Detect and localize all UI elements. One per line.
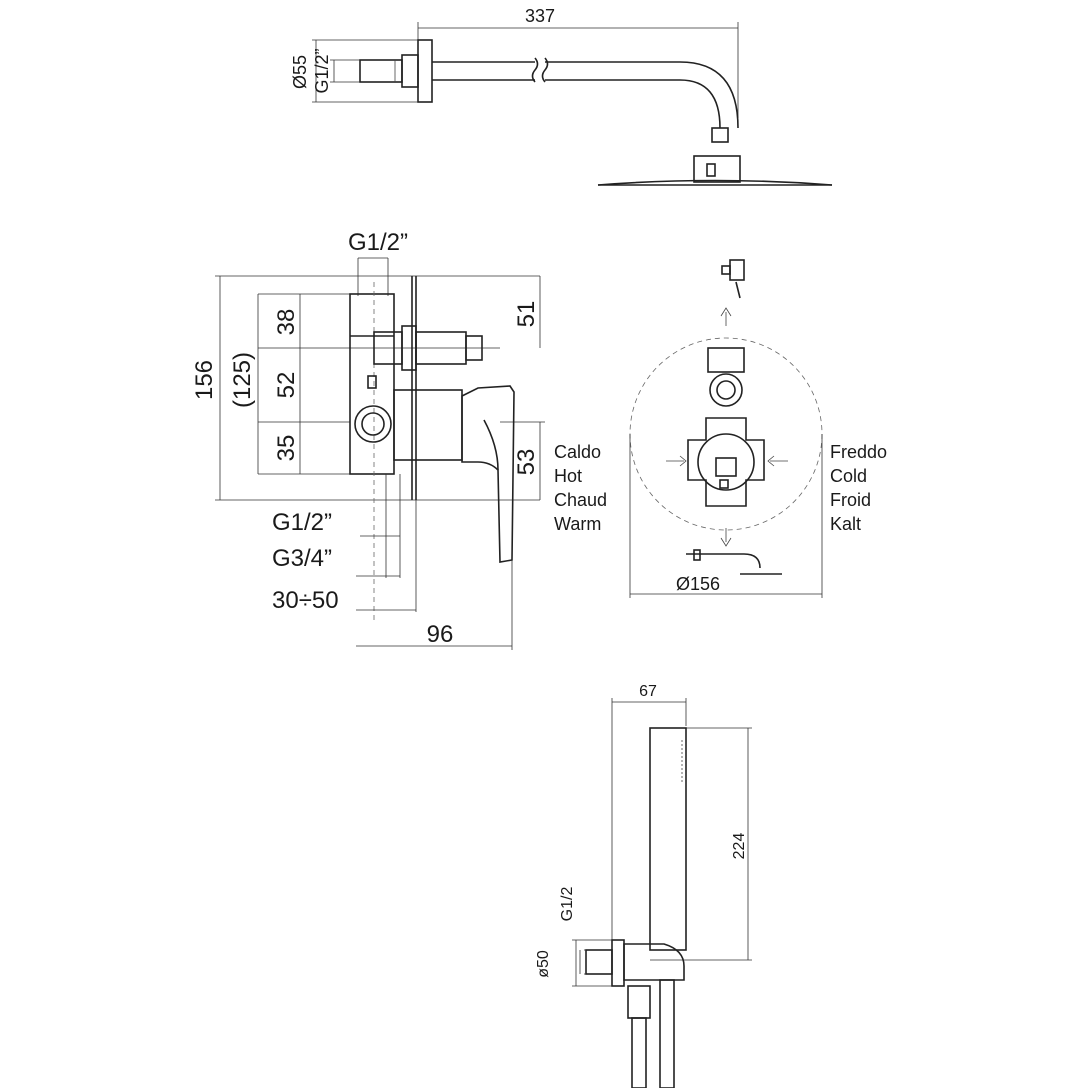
mixer-thread-lower-1: G1/2” [272, 509, 332, 536]
mixer-wall-range: 30÷50 [272, 587, 339, 614]
hot-label-en: Hot [554, 466, 582, 486]
cold-label-it: Freddo [830, 442, 887, 462]
svg-text:Freddo Cold Froid: Freddo Cold Froid Kalt [830, 442, 892, 534]
mixer-dim-53: 53 [513, 449, 540, 476]
hand-shower-thread: G1/2 [559, 887, 576, 922]
mixer-side-view: G1/2” 156 (125) 38 52 35 51 53 [191, 229, 612, 650]
mixer-dim-51: 51 [513, 301, 540, 328]
cold-label-fr: Froid [830, 490, 871, 510]
mixer-depth: 96 [427, 621, 454, 648]
mixer-dim-35: 35 [273, 435, 300, 462]
hand-shower-height: 224 [731, 833, 748, 860]
arm-thread-label: G1/2” [312, 48, 332, 93]
hand-shower-view: 67 224 ø50 G1/2 [535, 683, 752, 1088]
mixer-body-height: (125) [229, 352, 256, 408]
mixer-top-thread: G1/2” [348, 229, 408, 256]
mixer-front-view: Ø156 Freddo Cold Froid Kalt [629, 259, 892, 598]
arm-length-label: 337 [525, 6, 555, 26]
mixer-thread-lower-2: G3/4” [272, 545, 332, 572]
shower-arm-view: 337 Ø55 G1/2” [290, 6, 833, 186]
mixer-dim-52: 52 [273, 372, 300, 399]
mixer-dim-38: 38 [273, 309, 300, 336]
hand-shower-diameter: ø50 [535, 950, 552, 978]
hand-shower-width: 67 [639, 683, 657, 700]
plate-diameter-label: Ø156 [676, 574, 720, 594]
hot-label-fr: Chaud [554, 490, 607, 510]
svg-text:Caldo Hot Chaud: Caldo Hot Chaud Warm [554, 442, 612, 534]
arm-diameter-label: Ø55 [290, 55, 310, 89]
cold-label-de: Kalt [830, 514, 861, 534]
hot-label-de: Warm [554, 514, 601, 534]
hot-label-it: Caldo [554, 442, 601, 462]
mixer-total-height: 156 [191, 360, 218, 400]
cold-label-en: Cold [830, 466, 867, 486]
